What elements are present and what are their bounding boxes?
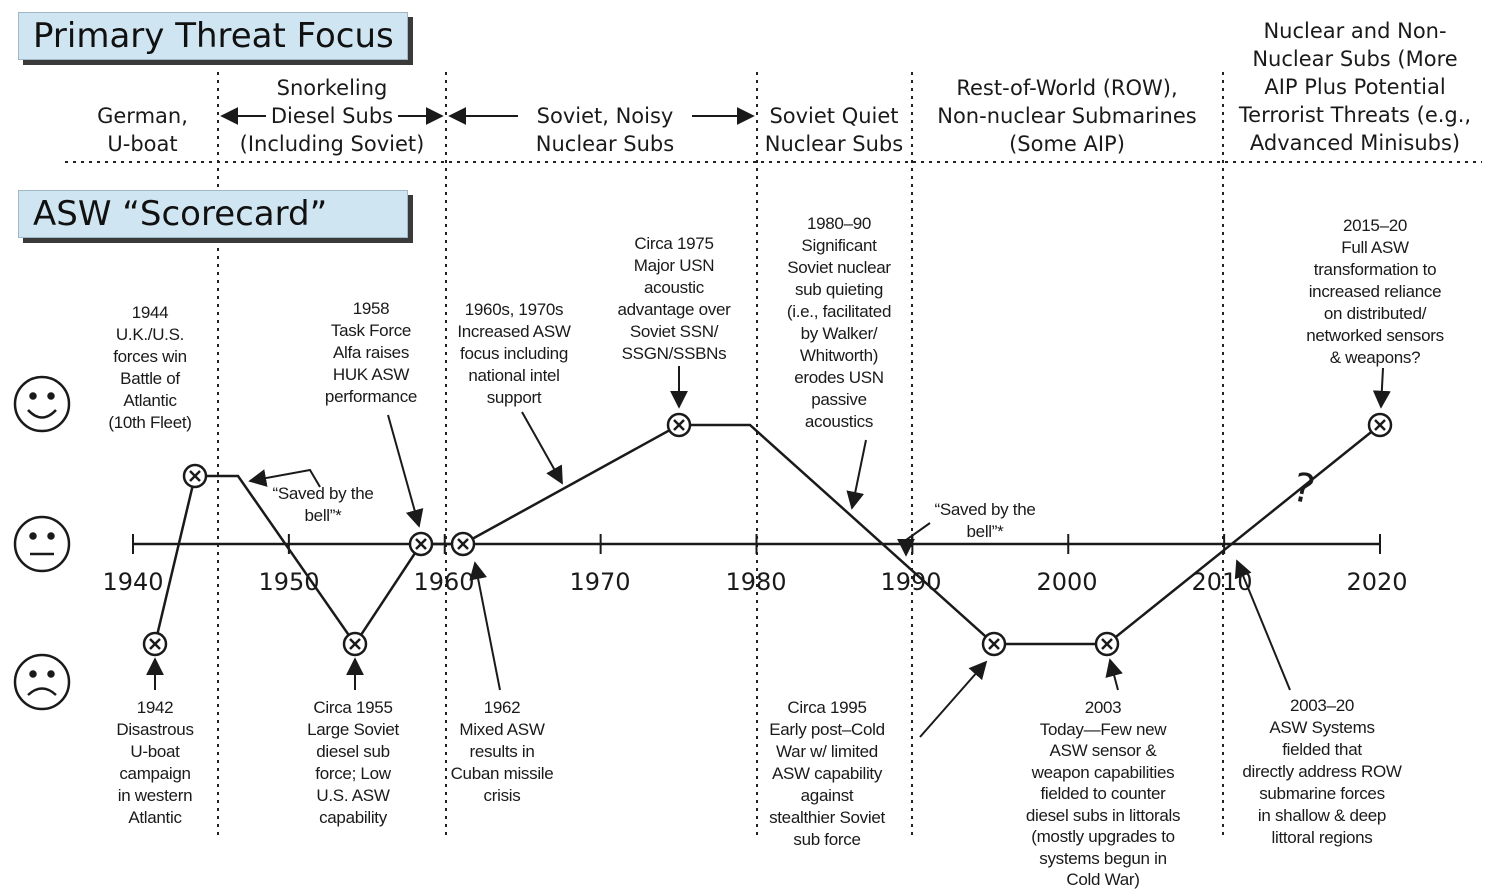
event-markers bbox=[142, 412, 1393, 657]
face-bad-icon bbox=[13, 653, 71, 711]
primary-threat-focus-heading: Primary Threat Focus bbox=[18, 12, 408, 60]
event-marker bbox=[142, 631, 168, 657]
annotation-arrow bbox=[387, 414, 424, 528]
annotation-arrow bbox=[1105, 658, 1123, 691]
event-marker bbox=[1094, 631, 1120, 657]
face-good-icon bbox=[13, 375, 71, 433]
annotation-arrow bbox=[521, 411, 563, 485]
event-marker bbox=[450, 531, 476, 557]
event-marker bbox=[408, 531, 434, 557]
annotation-arrow bbox=[469, 561, 501, 691]
annotation-arrow bbox=[1234, 559, 1291, 691]
saved-by-bell-pointer bbox=[897, 522, 931, 557]
saved-by-bell-pointer bbox=[248, 468, 321, 488]
year-label: 2000 bbox=[1036, 568, 1098, 596]
year-label: 1990 bbox=[880, 568, 942, 596]
year-label: 2020 bbox=[1346, 568, 1408, 596]
asw-scorecard-heading: ASW “Scorecard” bbox=[18, 190, 408, 238]
event-marker bbox=[981, 631, 1007, 657]
event-marker bbox=[182, 463, 208, 489]
year-label: 1960 bbox=[413, 568, 475, 596]
era-dividers bbox=[217, 72, 1224, 840]
event-marker bbox=[1367, 412, 1393, 438]
era-german-uboat: German,U-boat bbox=[97, 104, 188, 156]
year-label: 1940 bbox=[102, 568, 164, 596]
event-marker bbox=[342, 631, 368, 657]
face-neutral-icon bbox=[13, 515, 71, 573]
year-label: 1980 bbox=[725, 568, 787, 596]
annotation-arrow bbox=[1372, 367, 1391, 409]
annotation-arrow bbox=[919, 660, 988, 738]
event-marker bbox=[666, 412, 692, 438]
year-label: 2010 bbox=[1191, 568, 1253, 596]
annotation-arrows bbox=[146, 366, 1391, 738]
era-rest-of-world: Rest-of-World (ROW),Non-nuclear Submarin… bbox=[937, 76, 1197, 156]
scorecard-line bbox=[153, 423, 1381, 647]
year-label: 1970 bbox=[569, 568, 631, 596]
annotation-arrow bbox=[846, 439, 867, 510]
year-label: 1950 bbox=[258, 568, 320, 596]
